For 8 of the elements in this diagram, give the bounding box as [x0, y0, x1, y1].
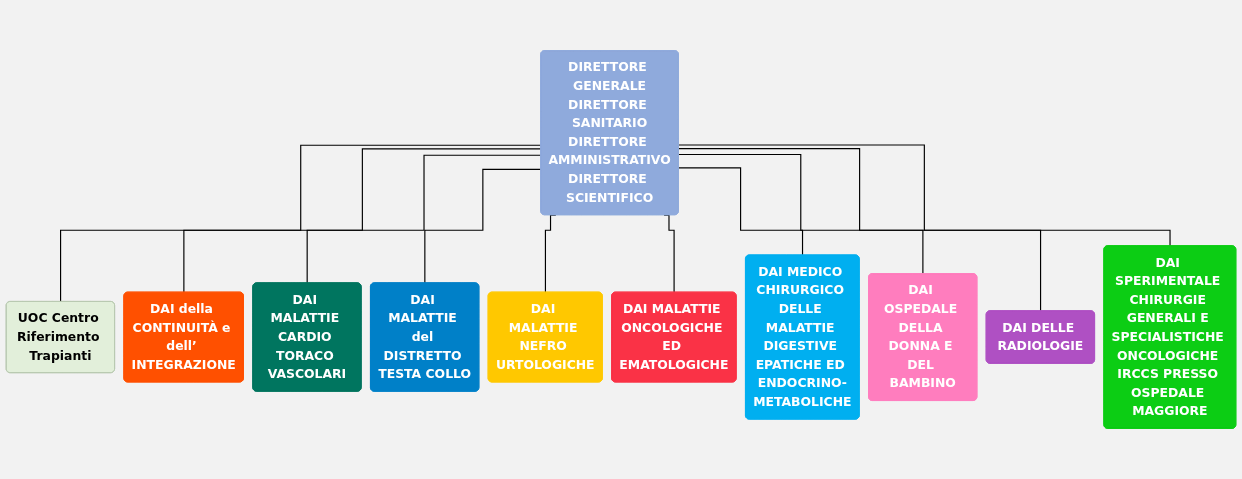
connector [678, 153, 924, 275]
connector [424, 168, 542, 284]
connector [678, 144, 1171, 247]
connector [678, 167, 804, 256]
connector [678, 148, 1042, 312]
connector [183, 148, 542, 294]
connector [60, 144, 542, 303]
connector [306, 154, 542, 284]
